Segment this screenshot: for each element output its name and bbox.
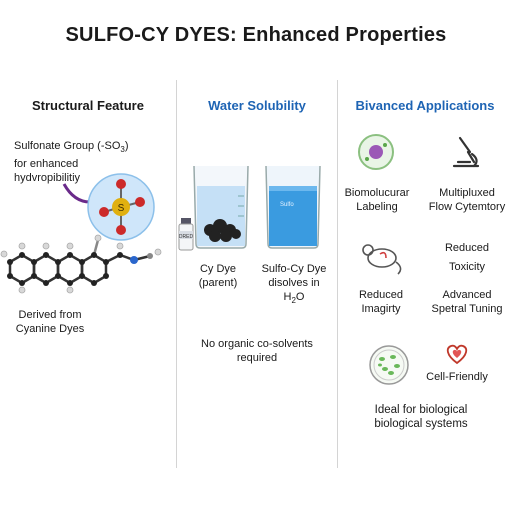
derived-from-label: Derived from Cyanine Dyes	[15, 309, 85, 335]
app-reduced-toxicity: Reduced Toxicity	[444, 242, 490, 273]
sulfo-cy-dye-label: Sulfo-Cy Dye disolves in H2O	[261, 263, 327, 306]
mouse-icon	[362, 244, 402, 275]
column-divider-left	[176, 80, 177, 468]
structural-heading: Structural Feature	[32, 98, 144, 113]
sulfonate-group-icon: S	[87, 173, 155, 241]
petri-dish-icon	[369, 345, 409, 385]
app-cell-friendly: Cell-Friendly	[426, 371, 488, 383]
app-spectral-tuning: Advanced Spetral Tuning	[431, 289, 503, 315]
app-biomolecular-labeling: Biomolucurar Labeling	[344, 187, 410, 213]
no-co-solvents-label: No organic co-solvents required	[201, 338, 313, 364]
beaker-label: Sulfo	[280, 202, 294, 208]
beaker-sulfo-cy-icon: Sulfo	[265, 165, 321, 249]
heart-icon	[446, 344, 468, 365]
cell-icon	[358, 134, 394, 170]
app-flow-cytometry: Multipluxed Flow Cytemtory	[428, 187, 506, 213]
cy-dye-label: Cy Dye (parent)	[198, 263, 238, 289]
vial-icon: DRED	[178, 218, 194, 251]
app-reduced-imagirty: Reduced Imagirty	[358, 289, 404, 315]
microscope-icon	[452, 136, 480, 168]
sulfur-atom-label: S	[118, 203, 125, 214]
page-title: SULFO-CY DYES: Enhanced Properties	[65, 24, 447, 46]
applications-heading: Bivanced Applications	[355, 98, 495, 113]
vial-label: DRED	[179, 234, 194, 240]
column-divider-right	[337, 80, 338, 468]
water-solubility-heading: Water Solubility	[208, 98, 306, 113]
beaker-cy-dye-icon	[193, 165, 249, 249]
sulfonate-description: Sulfonate Group (-SO3) for enhanced hydv…	[14, 140, 129, 185]
ideal-for-biological-label: Ideal for biological biological systems	[374, 404, 468, 430]
molecule-icon	[0, 234, 162, 294]
